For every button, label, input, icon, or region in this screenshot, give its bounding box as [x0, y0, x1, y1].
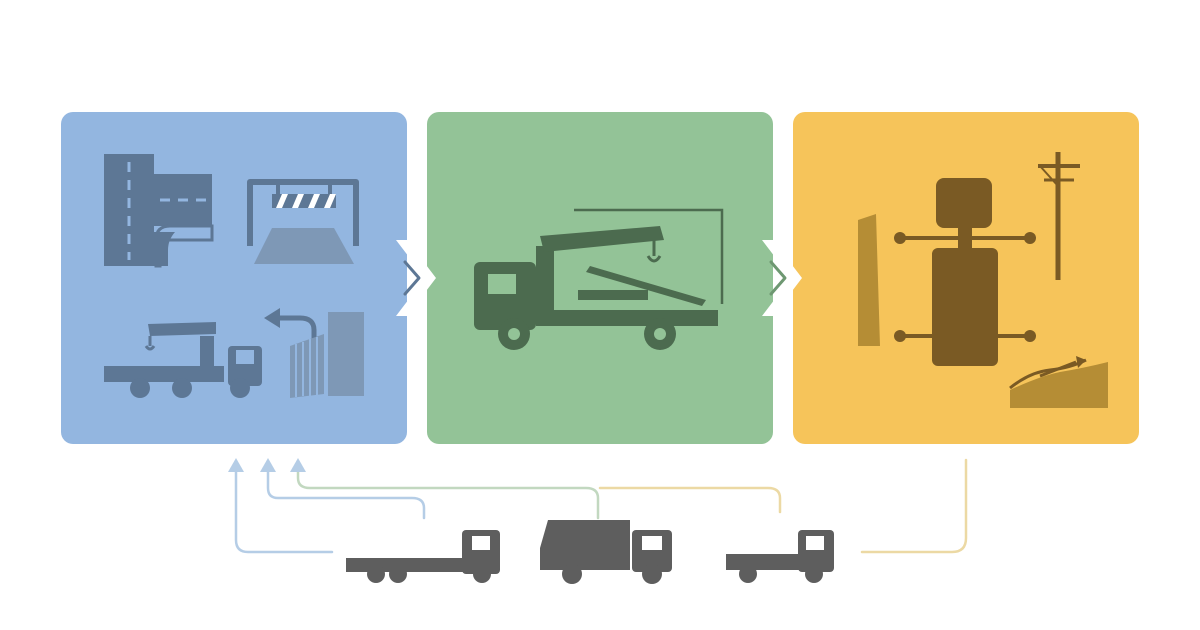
- slope-icon: [1009, 356, 1108, 408]
- road-junction-icon: [104, 154, 214, 268]
- chevron-connector-2: [762, 240, 802, 316]
- connector-line-flatbed-2: [266, 462, 426, 520]
- small-flatbed-truck-icon: [726, 530, 834, 583]
- connector-line-flatbed: [234, 462, 334, 554]
- detour-gate-icon: [264, 308, 364, 398]
- connector-lines: [228, 458, 968, 554]
- box-truck-icon: [540, 520, 672, 584]
- wall-icon: [858, 214, 880, 346]
- connector-line-smalltruck: [598, 486, 782, 514]
- height-barrier-icon: [247, 179, 359, 264]
- chevron-connector-1: [396, 240, 436, 316]
- crane-truck-loading-icon: [474, 208, 724, 350]
- connector-line-site-return: [860, 458, 968, 554]
- flatbed-truck-icon: [346, 530, 500, 583]
- crane-truck-icon: [104, 322, 262, 398]
- connector-line-boxtruck: [296, 462, 600, 520]
- outrigger-truck-icon: [894, 178, 1036, 366]
- utility-pole-icon: [1038, 152, 1080, 280]
- stage-panel-loading: [427, 112, 773, 444]
